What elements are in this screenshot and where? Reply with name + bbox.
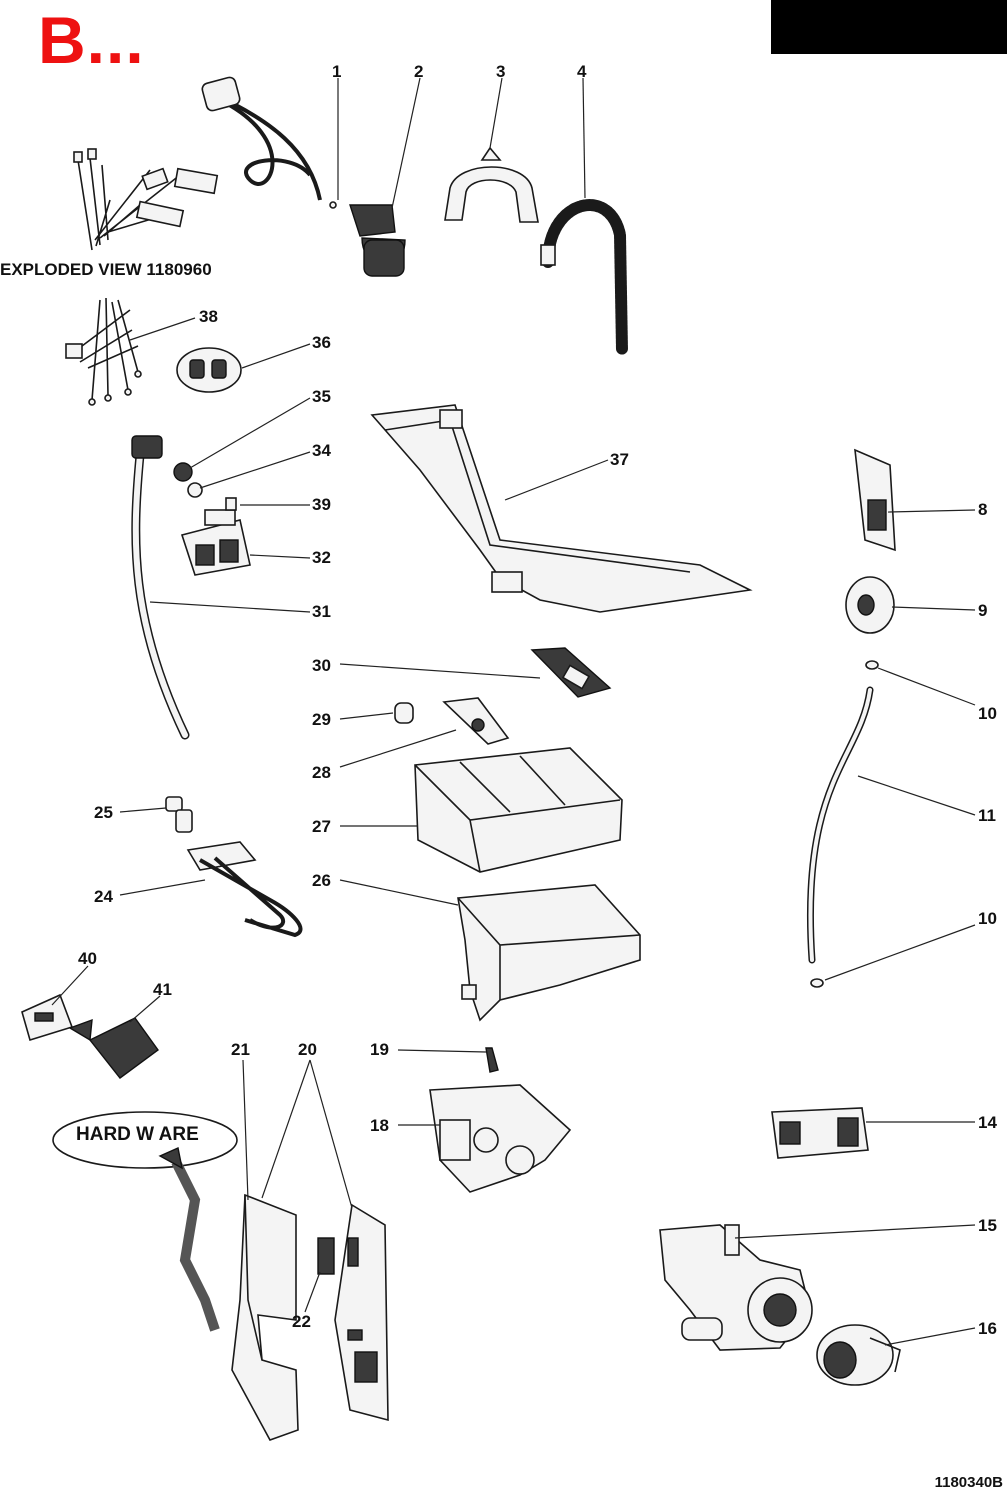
grommet-36	[176, 347, 242, 393]
parts-40-41	[21, 993, 159, 1079]
mains-cable-filter	[201, 76, 406, 277]
callout-32: 32	[312, 548, 331, 567]
callout-8: 8	[978, 500, 987, 519]
pump-filter-16	[816, 1324, 901, 1386]
callout-15: 15	[978, 1216, 997, 1235]
callout-39: 39	[312, 495, 331, 514]
leader-lines	[51, 77, 976, 1346]
part-29	[394, 702, 414, 724]
callout-40: 40	[78, 949, 97, 968]
callout-9: 9	[978, 601, 987, 620]
dispenser-cover-37	[370, 404, 753, 613]
callout-30: 30	[312, 656, 331, 675]
heater-24-25	[165, 796, 303, 938]
callout-25: 25	[94, 803, 113, 822]
callout-37: 37	[610, 450, 629, 469]
electronic-board-20	[317, 1203, 389, 1422]
part-30	[530, 647, 612, 698]
pressure-switch-9	[845, 576, 895, 634]
chip-22	[317, 1237, 335, 1275]
electronic-board-cover-21	[231, 1193, 299, 1441]
callout-11: 11	[978, 806, 996, 825]
callout-27: 27	[312, 817, 331, 836]
hardware-caption: HARD W ARE	[76, 1124, 199, 1145]
callout-24: 24	[94, 887, 113, 906]
callout-numbers: 1 2 3 4 8 9 10 11 10 14 15 16 18 19 20 2…	[78, 62, 997, 1338]
hose-31	[131, 435, 203, 740]
callout-14: 14	[978, 1113, 997, 1132]
tube-11	[806, 686, 874, 964]
callout-19: 19	[370, 1040, 389, 1059]
callout-21: 21	[231, 1040, 250, 1059]
hose-clamp-3	[444, 146, 539, 223]
wiring-harness-38	[65, 297, 142, 406]
drain-hose-4	[540, 199, 628, 356]
brand-title: B...	[38, 3, 145, 77]
callout-35: 35	[312, 387, 331, 406]
callout-38: 38	[199, 307, 218, 326]
callout-31: 31	[312, 602, 331, 621]
callout-10-upper: 10	[978, 704, 997, 723]
pressure-switch-32	[180, 497, 251, 576]
diagram-reference-number: 1180340B	[934, 1474, 1003, 1491]
dispenser-housing-26	[457, 884, 641, 1022]
hardware-label: HARD W ARE	[52, 1111, 238, 1332]
ring-10-lower	[810, 978, 824, 988]
callout-2: 2	[414, 62, 423, 81]
callout-28: 28	[312, 763, 331, 782]
callout-36: 36	[312, 333, 331, 352]
wiring-harness-upper	[73, 148, 219, 251]
callout-34: 34	[312, 441, 331, 460]
exploded-view-caption: EXPLODED VIEW 1180960	[0, 260, 212, 279]
callout-22: 22	[292, 1312, 311, 1331]
callout-29: 29	[312, 710, 331, 729]
callout-41: 41	[153, 980, 172, 999]
header-black-box	[771, 0, 1007, 54]
part-8	[854, 448, 896, 552]
inlet-valve-18-19	[429, 1047, 572, 1193]
ring-10-upper	[865, 660, 879, 670]
callout-18: 18	[370, 1116, 389, 1135]
callout-26: 26	[312, 871, 331, 890]
part-28	[442, 697, 510, 745]
callout-1: 1	[332, 62, 341, 81]
detergent-drawer-27	[414, 747, 623, 873]
callout-20: 20	[298, 1040, 317, 1059]
drain-pump-15	[659, 1224, 813, 1351]
callout-4: 4	[577, 62, 587, 81]
callout-16: 16	[978, 1319, 997, 1338]
callout-10-lower: 10	[978, 909, 997, 928]
callout-3: 3	[496, 62, 505, 81]
part-14	[771, 1107, 869, 1159]
